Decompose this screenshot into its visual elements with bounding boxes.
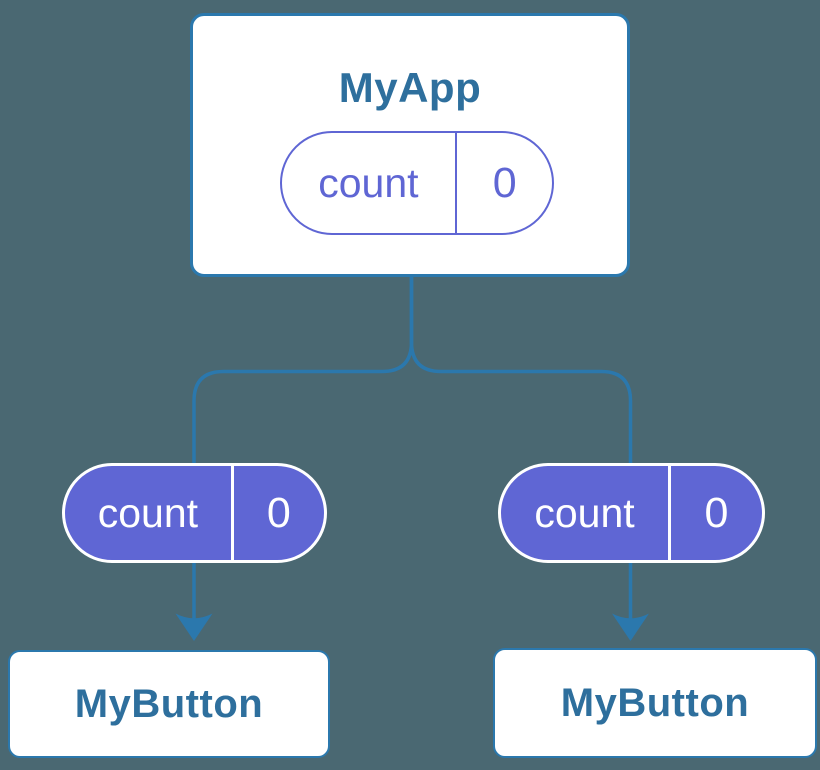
pill-divider xyxy=(454,133,458,233)
child-component-title: MyButton xyxy=(74,681,264,726)
parent-component-title: MyApp xyxy=(338,64,482,111)
pill-divider xyxy=(668,466,672,560)
arrowhead-left-icon xyxy=(175,613,213,641)
prop-value-label: 0 xyxy=(704,488,729,537)
pill-divider xyxy=(230,466,234,560)
connector-left-branch xyxy=(192,276,414,628)
parent-state-pill: count 0 xyxy=(280,131,554,235)
prop-pill-right: count 0 xyxy=(498,463,765,563)
parent-component-card: MyApp count 0 xyxy=(190,13,630,277)
state-name-label: count xyxy=(318,159,419,206)
prop-name-label: count xyxy=(97,489,199,536)
prop-name-label: count xyxy=(534,489,635,536)
prop-value-label: 0 xyxy=(266,488,291,537)
child-component-card-right: MyButton xyxy=(493,648,817,758)
prop-pill-left: count 0 xyxy=(62,463,327,563)
state-value-label: 0 xyxy=(492,158,517,207)
connector-right-branch xyxy=(409,276,633,628)
arrowhead-right-icon xyxy=(612,613,649,641)
child-component-card-left: MyButton xyxy=(8,650,330,758)
child-component-title: MyButton xyxy=(560,680,750,725)
